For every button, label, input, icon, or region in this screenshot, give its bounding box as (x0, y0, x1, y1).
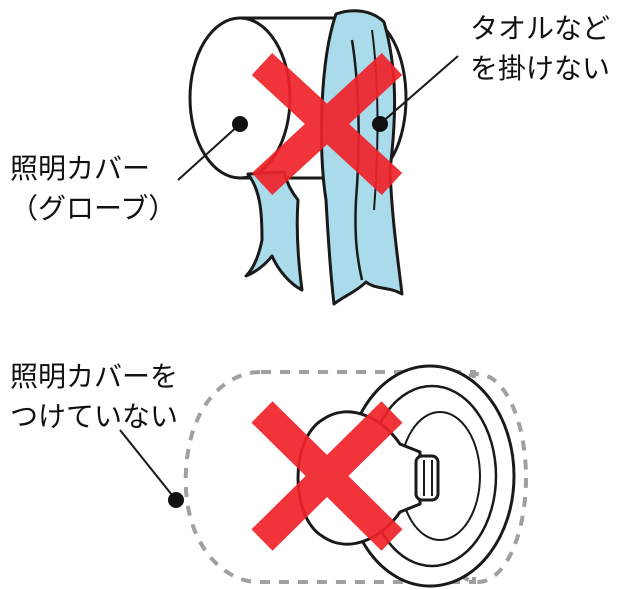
leader-nocover (119, 429, 184, 508)
nocover-label-line2: つけていない (10, 400, 179, 433)
towel-label-line1: タオルなど (470, 12, 611, 45)
dashed-cover-back (428, 372, 528, 584)
globe-label-line2: （グローブ） (10, 192, 177, 225)
bulb-socket (414, 454, 440, 502)
bottom-fixture-illustration (183, 364, 528, 588)
towel-label-line2: を掛けない (470, 52, 611, 85)
dashed-cover-outline (183, 370, 476, 584)
globe-label-line1: 照明カバー (10, 152, 151, 185)
top-fixture-illustration (188, 9, 408, 306)
leader-globe (177, 116, 248, 181)
nocover-label-line1: 照明カバーを (10, 360, 179, 393)
towel-front-flap (244, 170, 304, 292)
prohibit-mark-top (251, 52, 403, 196)
leader-towel (372, 55, 459, 132)
prohibit-mark-bottom (251, 401, 403, 551)
